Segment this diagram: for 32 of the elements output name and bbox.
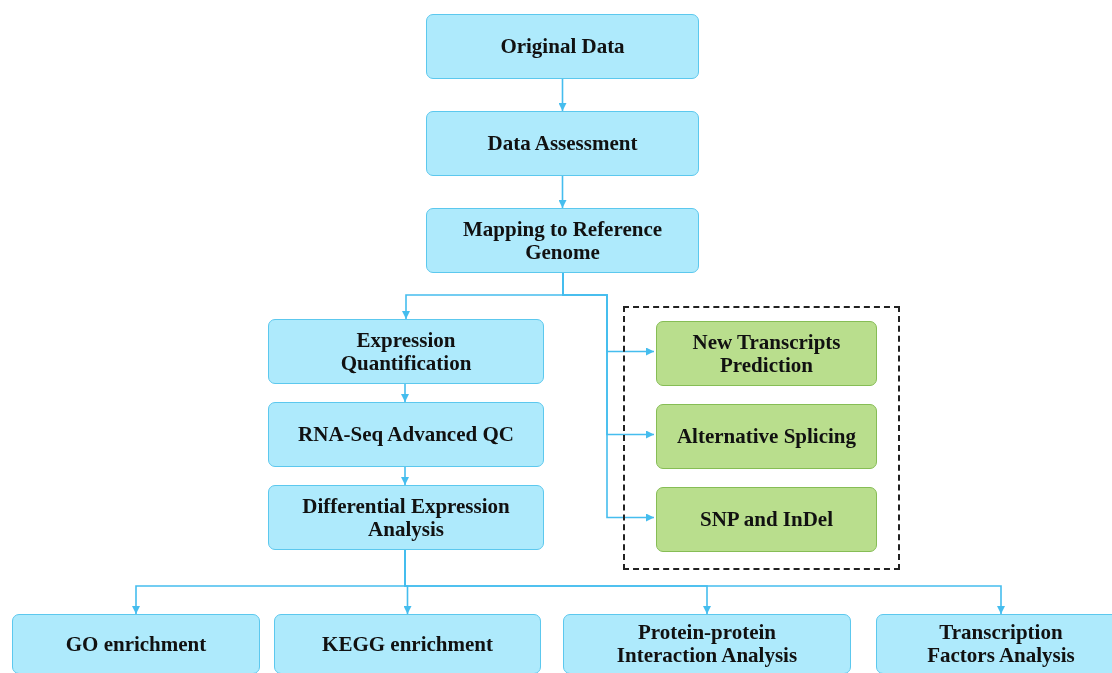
step-label: Transcription Factors Analysis	[926, 621, 1076, 667]
step-label: New Transcripts Prediction	[691, 330, 842, 377]
connector-arrow	[558, 78, 567, 112]
connector-arrow	[401, 383, 409, 403]
step-label: Original Data	[500, 35, 625, 58]
step-label: Alternative Splicing	[676, 425, 857, 448]
process-box	[426, 14, 699, 79]
process-box	[268, 402, 544, 467]
process-box	[656, 487, 877, 552]
step-label: GO enrichment	[65, 632, 207, 656]
process-box	[268, 485, 544, 550]
step-label: Protein-protein Interaction Analysis	[615, 621, 799, 667]
connector-arrow	[558, 175, 567, 209]
step-label: Data Assessment	[487, 132, 638, 155]
step-label: RNA-Seq Advanced QC	[298, 423, 514, 446]
process-box	[426, 111, 699, 176]
dashed-group-frame	[623, 306, 900, 570]
step-label: SNP and InDel	[699, 508, 833, 531]
process-box	[426, 208, 699, 273]
process-box	[274, 614, 541, 673]
process-box	[656, 404, 877, 469]
process-box	[563, 614, 851, 673]
process-box	[876, 614, 1112, 673]
process-box	[656, 321, 877, 386]
step-label: Differential Expression Analysis	[301, 494, 511, 541]
connector-arrow	[562, 272, 655, 522]
step-label: Mapping to Reference Genome	[461, 217, 664, 264]
step-label: KEGG enrichment	[322, 632, 493, 656]
connector-arrow	[401, 466, 409, 486]
step-label: Expression Quantification	[339, 328, 473, 375]
process-box	[268, 319, 544, 384]
process-box	[12, 614, 260, 673]
